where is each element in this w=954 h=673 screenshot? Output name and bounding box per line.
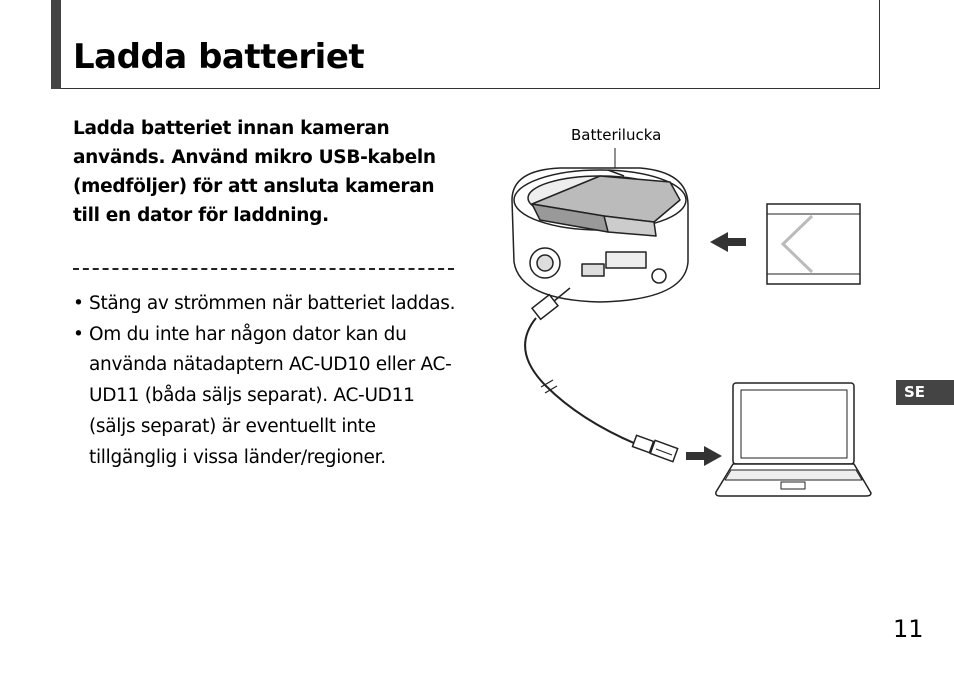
bullet-list: • Stäng av strömmen när batteriet laddas…: [73, 289, 463, 473]
bullet-text: Stäng av strömmen när batteriet laddas.: [89, 293, 456, 314]
dashed-divider: [73, 268, 454, 270]
bullet-marker: •: [73, 293, 84, 314]
title-frame: [51, 0, 880, 89]
charging-illustration: [511, 148, 872, 497]
arrow-right-icon: [686, 446, 722, 466]
title-accent-bar: [51, 0, 61, 89]
bullet-marker: •: [73, 323, 84, 345]
bullet-text: Om du inte har någon dator kan du använd…: [89, 323, 452, 468]
list-item: • Stäng av strömmen när batteriet laddas…: [73, 289, 463, 320]
language-tab: SE: [896, 380, 954, 405]
battery-cover-label: Batterilucka: [571, 126, 662, 144]
list-item: • Om du inte har någon dator kan du anvä…: [73, 320, 463, 474]
laptop-icon: [715, 382, 872, 497]
intro-text: Ladda batteriet innan kameran används. A…: [73, 118, 436, 226]
arrow-left-icon: [710, 232, 746, 252]
page-title: Ladda batteriet: [73, 37, 365, 77]
memory-card-icon: [766, 203, 861, 285]
page-number: 11: [893, 615, 924, 643]
camera-icon: [511, 167, 689, 303]
usb-cable-icon: [524, 287, 679, 463]
